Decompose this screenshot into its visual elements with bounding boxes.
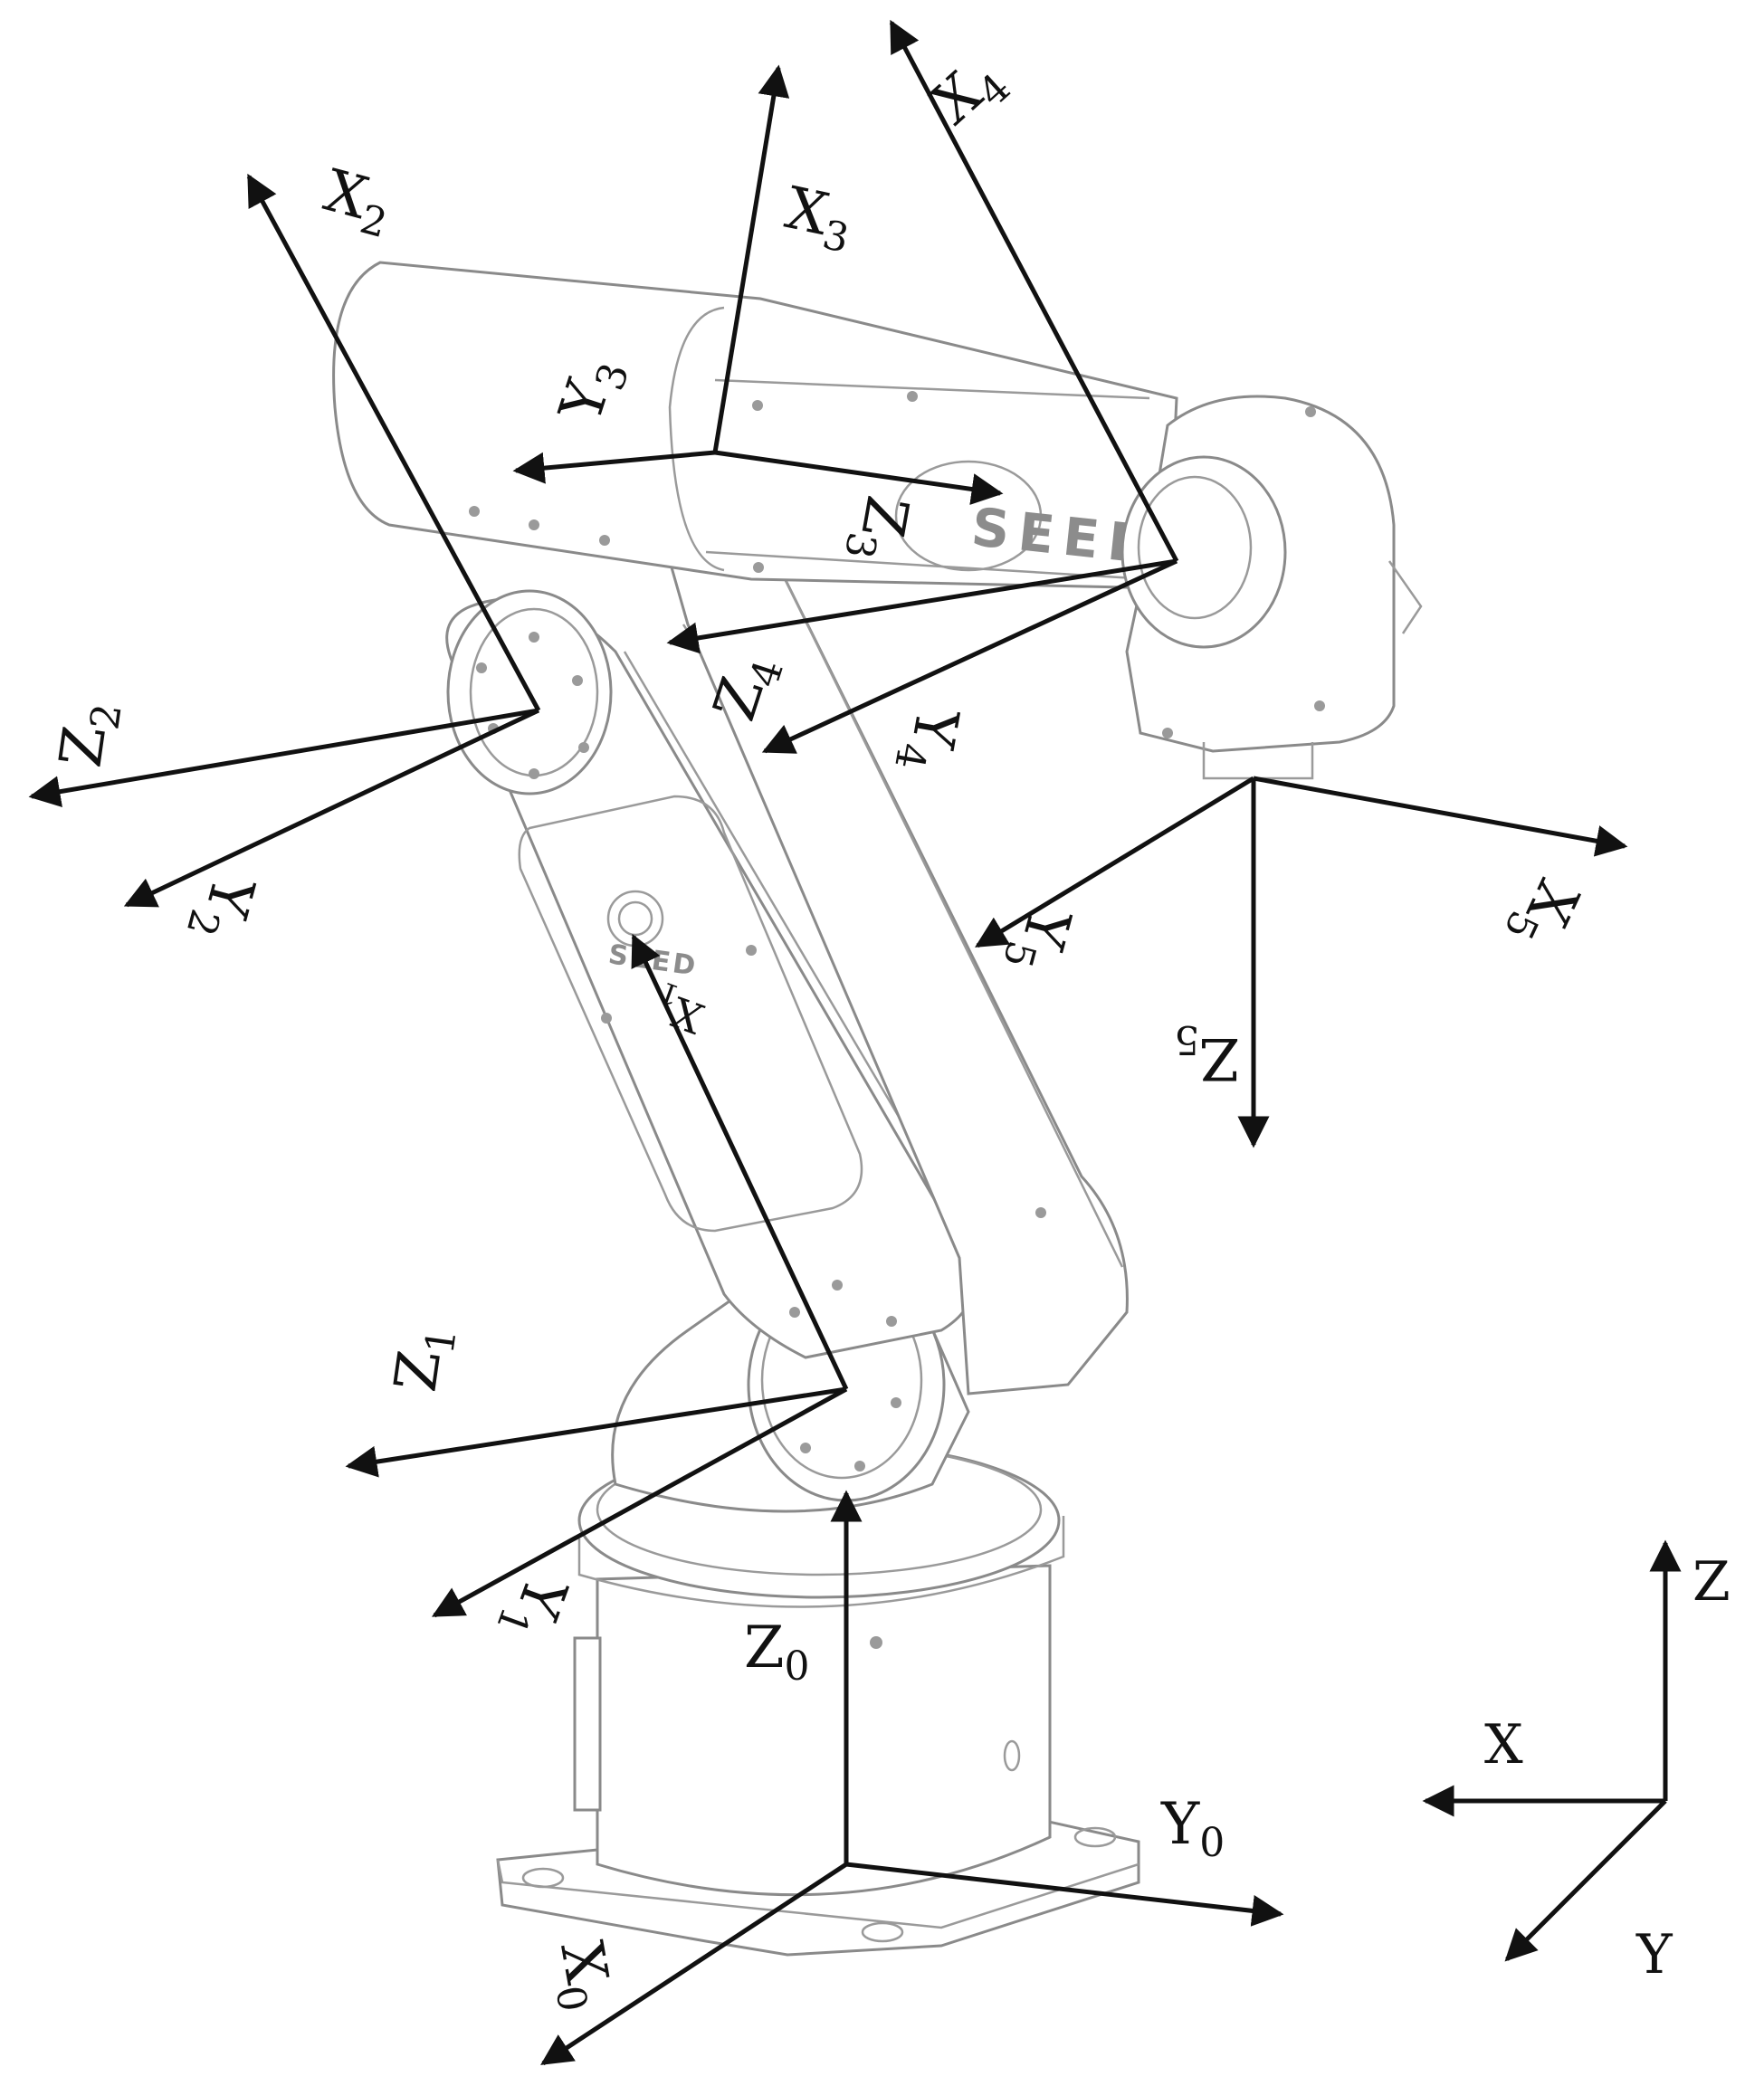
axis-y4 bbox=[761, 558, 1178, 754]
label-z1: Z1 bbox=[383, 1321, 466, 1396]
lower-arm-link bbox=[445, 597, 976, 1359]
axis-z2 bbox=[28, 708, 539, 807]
label-x2: X2 bbox=[316, 157, 400, 247]
axis-z4 bbox=[666, 558, 1178, 654]
axis-x1 bbox=[631, 933, 849, 1391]
label-y4: Y4 bbox=[885, 701, 970, 778]
label-z2: Z2 bbox=[48, 697, 131, 772]
label-y5: Y5 bbox=[994, 899, 1083, 980]
label-z5: Z5 bbox=[1175, 1016, 1240, 1091]
label-y2: Y2 bbox=[177, 867, 267, 948]
label-z0: Z0 bbox=[744, 1615, 809, 1690]
axis-y5 bbox=[975, 776, 1255, 948]
label-ref-z: Z bbox=[1692, 1550, 1731, 1614]
screws bbox=[469, 391, 1325, 1472]
upper-arm-cylinder bbox=[332, 261, 1178, 590]
label-x5: X5 bbox=[1494, 866, 1590, 958]
label-x3: X3 bbox=[778, 175, 859, 262]
axis-y0 bbox=[845, 1862, 1284, 1927]
axis-x5 bbox=[1253, 776, 1628, 857]
label-ref-x: X bbox=[1484, 1713, 1523, 1776]
label-ref-y: Y bbox=[1635, 1923, 1673, 1986]
axis-z3 bbox=[714, 450, 1004, 505]
axis-x4 bbox=[889, 19, 1179, 563]
robot-illustration: SEED SEED bbox=[332, 261, 1423, 1957]
axis-x2 bbox=[246, 173, 541, 712]
wrist-flange bbox=[1120, 455, 1287, 649]
axis-y1 bbox=[431, 1386, 848, 1618]
coordinate-frames bbox=[28, 19, 1682, 2066]
label-x4: X4 bbox=[920, 43, 1019, 144]
ref-axis-y bbox=[1504, 1799, 1667, 1962]
axis-z1 bbox=[345, 1386, 847, 1478]
base-column bbox=[596, 1564, 1052, 1897]
axis-x0 bbox=[540, 1862, 848, 2066]
label-y3: Y3 bbox=[548, 348, 639, 433]
axis-x3 bbox=[712, 64, 790, 453]
label-x0: X0 bbox=[539, 1937, 625, 2015]
elbow-link bbox=[667, 559, 1129, 1395]
axis-y3 bbox=[512, 450, 716, 484]
label-y0: Y0 bbox=[1160, 1791, 1225, 1866]
axis-y2 bbox=[123, 708, 540, 908]
